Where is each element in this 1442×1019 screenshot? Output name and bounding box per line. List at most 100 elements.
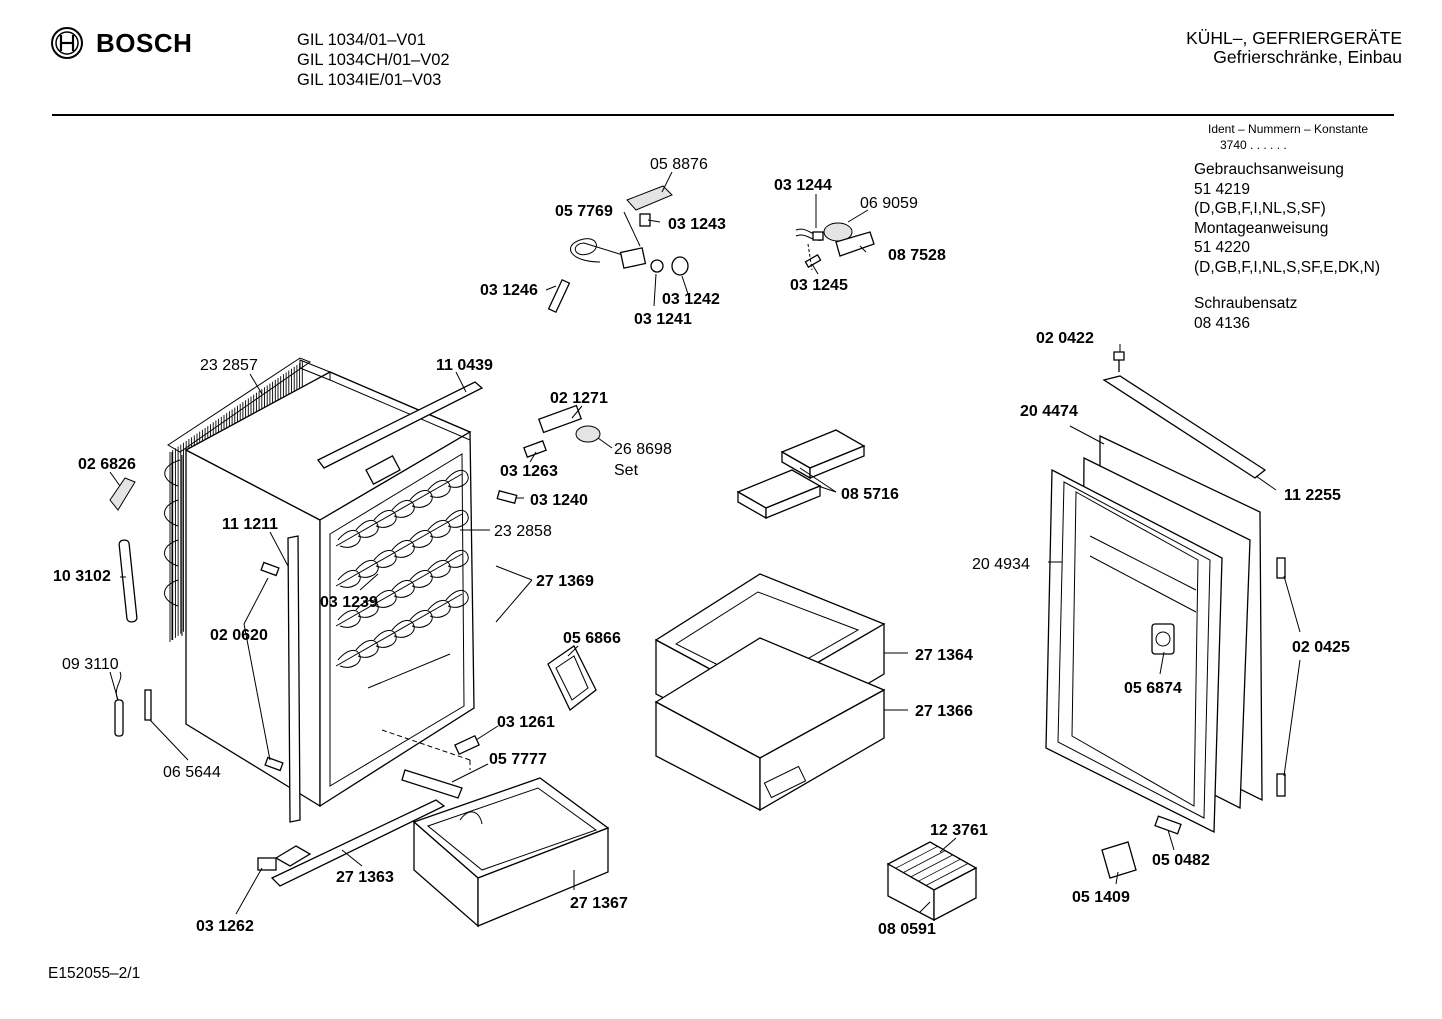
screw-part (1113, 351, 1125, 372)
bosch-logo-icon (51, 27, 83, 59)
part-label: 05 6874 (1124, 680, 1182, 697)
model-number: GIL 1034CH/01–V02 (297, 51, 450, 69)
part-label: 08 5716 (841, 486, 899, 503)
model-number: GIL 1034/01–V01 (297, 31, 426, 49)
cabinet-opening-part (329, 453, 465, 787)
brand: BOSCH (50, 26, 192, 60)
leader-lines (109, 171, 1301, 915)
evaporator-coil (445, 510, 469, 528)
hinge-plate-part (1154, 815, 1182, 835)
rail-part (401, 769, 463, 799)
part-label: 05 6866 (563, 630, 621, 647)
rail-part (317, 381, 484, 469)
install-label: Montageanweisung (1194, 219, 1329, 237)
part-label: 23 2858 (494, 523, 552, 540)
switch-part (812, 231, 824, 241)
part-label: 03 1241 (634, 311, 692, 328)
part-label: 02 0425 (1292, 639, 1350, 656)
brand-name: BOSCH (96, 27, 193, 58)
part-label: 05 8876 (650, 156, 708, 173)
evaporator-coil (445, 550, 469, 568)
part-label: 03 1246 (480, 282, 538, 299)
evaporator-coil (373, 630, 397, 648)
product-category: KÜHL–, GEFRIERGERÄTE Gefrierschränke, Ei… (1186, 29, 1402, 67)
header-divider (52, 114, 1394, 116)
lamp-holder-part (835, 231, 875, 257)
screw-part (804, 254, 822, 268)
control-panel-part (365, 455, 401, 485)
evaporator-coil (337, 570, 361, 588)
part-label: 23 2857 (200, 357, 258, 374)
door-gasket-part (1045, 468, 1223, 834)
install-languages: (D,GB,F,I,NL,S,SF,E,DK,N) (1194, 258, 1381, 276)
model-number: GIL 1034IE/01–V03 (297, 71, 442, 89)
part-label: 02 6826 (78, 456, 136, 473)
part-label: 12 3761 (930, 822, 988, 839)
ice-grid-line (910, 854, 953, 878)
part-label: 03 1262 (196, 918, 254, 935)
evaporator-coil (409, 610, 433, 628)
drawing-reference: E152055–2/1 (48, 965, 141, 982)
thermostat-knob-part (671, 256, 689, 276)
model-list: GIL 1034/01–V01 GIL 1034CH/01–V02 GIL 10… (297, 30, 450, 90)
sensor-part (114, 699, 124, 737)
evaporator-coil (355, 560, 379, 578)
part-label: 05 7777 (489, 751, 547, 768)
ident-value: 3740 . . . . . . (1220, 138, 1287, 152)
part-label: 05 0482 (1152, 852, 1210, 869)
ice-grid-line (895, 845, 938, 869)
evaporator-coil (373, 510, 397, 528)
part-label: 11 1211 (222, 516, 278, 533)
install-number: 51 4220 (1194, 239, 1251, 256)
part-label: 05 1409 (1072, 889, 1130, 906)
evaporator-coil (427, 520, 451, 538)
part-label: 03 1263 (500, 463, 558, 480)
hinge-bracket-part (523, 440, 547, 458)
vent-grille-part (547, 645, 597, 712)
part-label: 03 1240 (530, 492, 588, 509)
thermostat-ring-part (650, 259, 664, 273)
evaporator-coil (427, 480, 451, 498)
screws-label: Schraubensatz (1194, 295, 1298, 312)
part-label: 20 4934 (972, 556, 1030, 573)
evaporator-coil (355, 520, 379, 538)
evaporator-coil (445, 470, 469, 488)
evaporator-coil (391, 540, 415, 558)
door-strip-part (1102, 375, 1267, 479)
part-label: 03 1261 (497, 714, 555, 731)
end-cap-part (257, 857, 277, 871)
part-label: 08 0591 (878, 921, 936, 938)
hinge-part (264, 756, 284, 772)
evaporator-coil (427, 560, 451, 578)
evaporator-coil (355, 600, 379, 618)
part-label: 02 1271 (550, 390, 608, 407)
ident-constants: Ident – Nummern – Konstante 3740 . . . .… (1208, 121, 1368, 153)
evaporator-coil (445, 590, 469, 608)
catch-part (496, 490, 518, 504)
thermostat-dial-part (1151, 623, 1175, 655)
part-label: 27 1366 (915, 703, 973, 720)
part-label: 03 1242 (662, 291, 720, 308)
part-label: 26 8698 (614, 441, 672, 458)
documents-block: Gebrauchsanweisung 51 4219 (D,GB,F,I,NL,… (1194, 160, 1380, 333)
ice-grid-line (925, 863, 969, 886)
evaporator-coil (337, 650, 361, 668)
part-label: 09 3110 (62, 656, 119, 673)
thermostat-cover-part (626, 185, 673, 211)
evaporator-coil (373, 550, 397, 568)
part-label: 03 1244 (774, 177, 832, 194)
cabinet-front-frame-part (319, 430, 475, 808)
evaporator-bar (335, 553, 463, 627)
part-label: 05 7769 (555, 203, 613, 220)
manual-label: Gebrauchsanweisung (1194, 161, 1344, 178)
thermostat-bracket-part (547, 278, 571, 314)
basket-front-part (477, 827, 609, 927)
part-label: 03 1245 (790, 277, 848, 294)
evaporator-coil (337, 610, 361, 628)
hinge-strip-part (287, 535, 301, 823)
screws-number: 08 4136 (1194, 314, 1251, 332)
evaporator-coil (409, 490, 433, 508)
bottom-rail-part (270, 799, 446, 887)
evaporator-coil (427, 600, 451, 618)
